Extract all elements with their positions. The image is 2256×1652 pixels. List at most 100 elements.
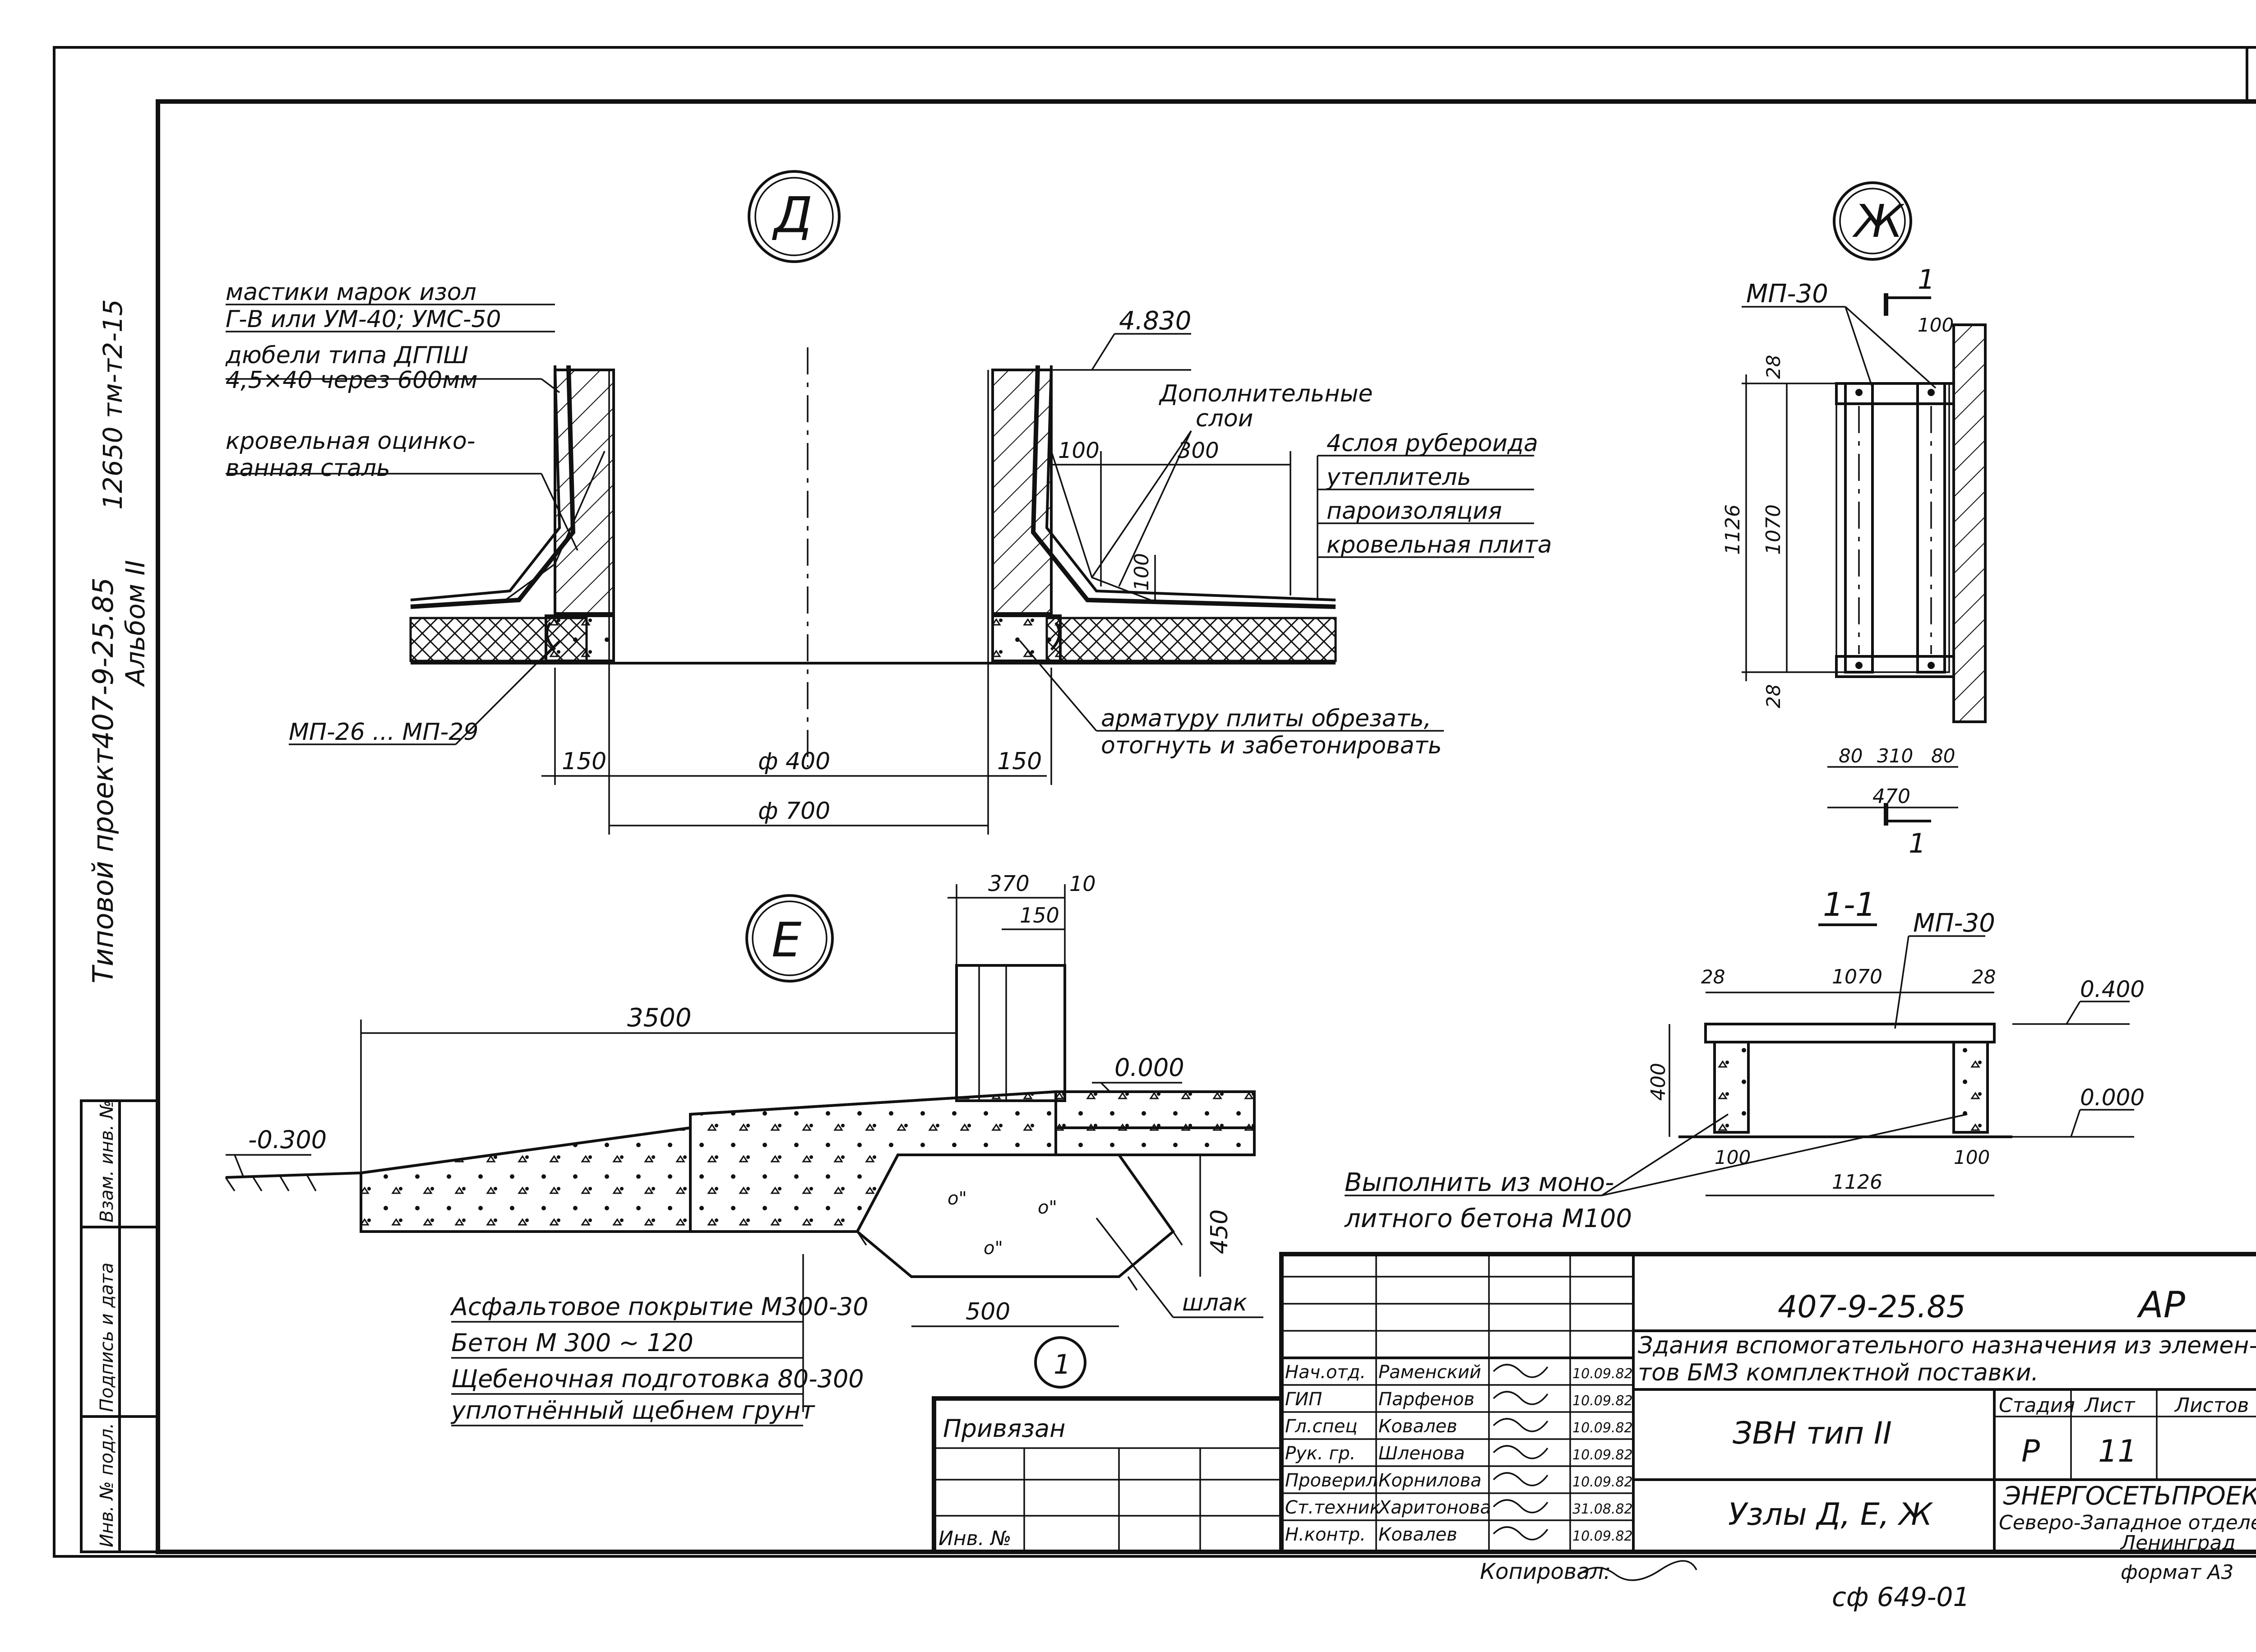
person-role: Гл.спец bbox=[1285, 1416, 1358, 1437]
node-zh-dim-470: 470 bbox=[1872, 785, 1910, 808]
section-elev-top: 0.400 bbox=[2080, 976, 2145, 1002]
svg-text:о": о" bbox=[948, 1188, 967, 1209]
section-title: 1-1 bbox=[1823, 886, 1876, 923]
section-dim-400: 400 bbox=[1647, 1063, 1670, 1101]
title-sheet-title: Узлы Д, Е, Ж bbox=[1728, 1497, 1933, 1532]
section-part: МП-30 bbox=[1913, 909, 1995, 938]
person-date: 10.09.82 bbox=[1572, 1420, 1633, 1436]
section-dim-28a: 28 bbox=[1701, 966, 1725, 988]
node-e-layer-1: Асфальтовое покрытие М300-30 bbox=[450, 1292, 869, 1321]
title-building: ЗВН тип II bbox=[1733, 1416, 1892, 1451]
node-e-layer-2: Бетон М 300 ~ 120 bbox=[451, 1329, 693, 1357]
title-desc-1: Здания вспомогательного назначения из эл… bbox=[1638, 1332, 2256, 1359]
node-d-dim-100a: 100 bbox=[1058, 438, 1100, 463]
section-dim-100b: 100 bbox=[1954, 1146, 1990, 1168]
node-zh: Ж МП-30 1 1 100 28 1126 1070 28 bbox=[1721, 181, 1987, 859]
person-name: Шленова bbox=[1378, 1443, 1465, 1464]
section-note-1: Выполнить из моно- bbox=[1345, 1168, 1614, 1197]
node-zh-part: МП-30 bbox=[1746, 279, 1828, 309]
side-album: Альбом II bbox=[120, 560, 151, 688]
person-name: Раменский bbox=[1378, 1362, 1481, 1383]
person-date: 10.09.82 bbox=[1572, 1447, 1633, 1463]
node-d-note-mastic-1: мастики марок изол bbox=[226, 279, 476, 306]
person-name: Ковалев bbox=[1378, 1416, 1457, 1437]
stamp-code: сф 649-01 bbox=[1832, 1582, 1969, 1612]
node-e-elev-right: 0.000 bbox=[1114, 1053, 1184, 1082]
section-dim-1126: 1126 bbox=[1832, 1171, 1882, 1194]
section-elev-zero: 0.000 bbox=[2080, 1084, 2145, 1111]
section-dim-28b: 28 bbox=[1972, 966, 1996, 988]
person-date: 10.09.82 bbox=[1572, 1366, 1633, 1382]
person-role: Рук. гр. bbox=[1285, 1443, 1356, 1464]
svg-text:о": о" bbox=[984, 1238, 1003, 1259]
node-zh-dim-28b: 28 bbox=[1762, 684, 1784, 708]
node-zh-marker: Ж bbox=[1852, 195, 1905, 248]
title-people: Нач.отд. Раменский 10.09.82 ГИП Парфенов… bbox=[1285, 1362, 1633, 1545]
title-sheets-header: Листов bbox=[2174, 1394, 2249, 1417]
section-1-1: 1-1 МП-30 28 1070 28 400 100 100 1126 0.… bbox=[1344, 886, 2145, 1233]
node-d-note-steel-1: кровельная оцинко- bbox=[226, 428, 475, 455]
title-block: 407-9-25.85 АР Здания вспомогательного н… bbox=[1279, 1252, 2256, 1555]
person-name: Корнилова bbox=[1378, 1470, 1482, 1491]
node-zh-dim-100: 100 bbox=[1918, 314, 1954, 336]
side-col-inv: Инв. № подл. bbox=[97, 1423, 117, 1547]
side-project: 407-9-25.85 bbox=[87, 577, 120, 749]
node-d-dim-100b: 100 bbox=[1130, 553, 1153, 591]
person-date: 10.09.82 bbox=[1572, 1474, 1633, 1490]
node-d-elevation: 4.830 bbox=[1119, 306, 1191, 336]
title-sheet-no: 11 bbox=[2098, 1434, 2137, 1469]
node-e-marker: Е bbox=[772, 913, 802, 968]
person-name: Ковалев bbox=[1378, 1524, 1457, 1545]
person-date: 31.08.82 bbox=[1572, 1501, 1633, 1517]
node-d-extra-1: Дополнительные bbox=[1159, 380, 1373, 407]
node-d-note-mp: МП-26 ... МП-29 bbox=[289, 719, 478, 746]
title-stage: Р bbox=[2021, 1434, 2040, 1469]
node-d-note-dowel-2: 4,5×40 через 600мм bbox=[226, 367, 478, 394]
side-stamp: Типовой проект 407-9-25.85 Альбом II 126… bbox=[80, 299, 159, 1553]
person-role: Ст.техник bbox=[1285, 1497, 1381, 1518]
side-col-replace: Взам. инв. № bbox=[97, 1100, 117, 1223]
node-zh-dim-80a: 80 bbox=[1839, 745, 1863, 767]
section-dim-100a: 100 bbox=[1715, 1146, 1751, 1168]
person-date: 10.09.82 bbox=[1572, 1393, 1633, 1409]
binding-inv: Инв. № bbox=[938, 1527, 1011, 1550]
title-org-3: Ленинград bbox=[2120, 1532, 2236, 1555]
node-zh-dim-80b: 80 bbox=[1931, 745, 1955, 767]
title-doc-code: 407-9-25.85 bbox=[1778, 1289, 1966, 1325]
node-d-extra-2: слои bbox=[1196, 405, 1253, 432]
node-e-dim-370: 370 bbox=[988, 871, 1030, 896]
node-e-dim-10: 10 bbox=[1069, 872, 1096, 896]
node-e-elev-left: -0.300 bbox=[248, 1126, 327, 1154]
section-note-2: литного бетона М100 bbox=[1344, 1204, 1632, 1233]
node-d-dim-700: ф 700 bbox=[758, 798, 830, 825]
copied-by: Копировал: bbox=[1480, 1559, 1611, 1584]
node-zh-dim-1070: 1070 bbox=[1762, 504, 1785, 555]
person-name: Харитонова bbox=[1378, 1497, 1491, 1518]
svg-text:о": о" bbox=[1038, 1197, 1057, 1218]
node-d-note-steel-2: ванная сталь bbox=[226, 455, 390, 482]
binding-label: Привязан bbox=[943, 1414, 1065, 1443]
node-d-note-dowel-1: дюбели типа ДГПШ bbox=[225, 342, 468, 369]
title-desc-2: тов БМЗ комплектной поставки. bbox=[1638, 1359, 2039, 1386]
node-d-note-mastic-2: Г-В или УМ-40; УМС-50 bbox=[226, 306, 501, 333]
person-role: Н.контр. bbox=[1285, 1524, 1366, 1545]
title-mark: АР bbox=[2136, 1284, 2186, 1326]
node-e-dim-500: 500 bbox=[966, 1298, 1010, 1325]
side-code: 12650 тм-т2-15 bbox=[97, 299, 128, 510]
node-e-layer-4: уплотнённый щебнем грунт bbox=[450, 1396, 815, 1425]
node-d-layer-3: пароизоляция bbox=[1327, 498, 1502, 525]
node-d-layer-1: 4слоя рубероида bbox=[1327, 430, 1538, 457]
node-zh-dim-1126: 1126 bbox=[1721, 504, 1744, 555]
title-org-1: ЭНЕРГОСЕТЬПРОЕКТ bbox=[2003, 1481, 2256, 1511]
format: формат А3 bbox=[2121, 1561, 2233, 1584]
node-d-marker: Д bbox=[772, 186, 813, 244]
node-zh-section-bottom: 1 bbox=[1909, 828, 1926, 859]
node-e-ref-marker: 1 bbox=[1054, 1349, 1071, 1380]
node-zh-dim-28a: 28 bbox=[1762, 355, 1784, 379]
person-role: Проверил bbox=[1285, 1470, 1378, 1491]
node-d-layer-2: утеплитель bbox=[1326, 464, 1471, 491]
node-zh-dim-310: 310 bbox=[1877, 745, 1913, 767]
node-e-dim-3500: 3500 bbox=[627, 1003, 692, 1033]
binding-block: Привязан Инв. № bbox=[932, 1396, 1284, 1554]
